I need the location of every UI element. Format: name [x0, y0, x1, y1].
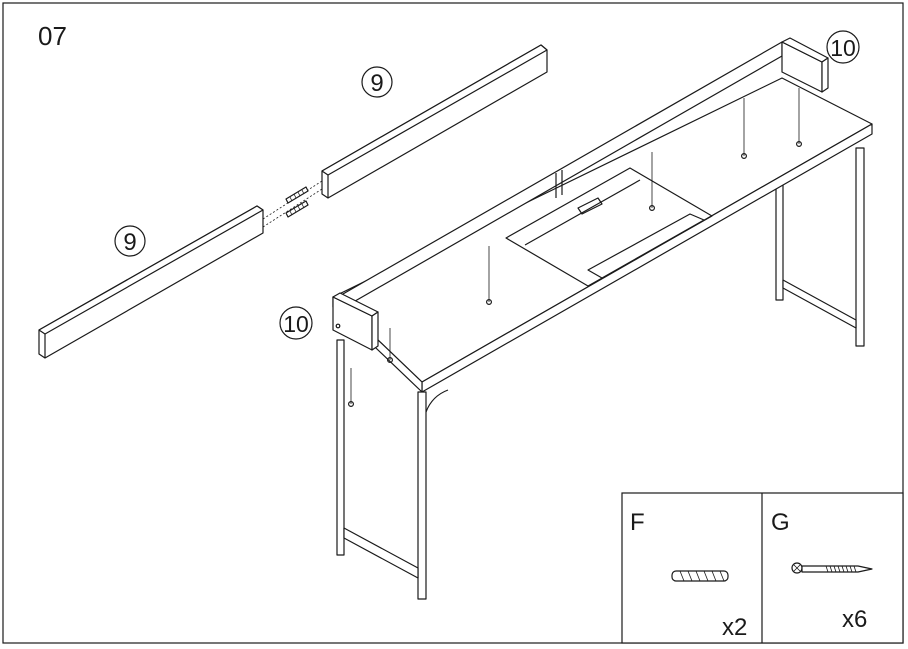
desk	[332, 37, 873, 600]
desk-leg-front-left	[336, 339, 449, 600]
dowel-upper-icon	[285, 186, 309, 204]
hardware-g-quantity: x6	[842, 606, 867, 633]
callout-end-left-label: 10	[283, 311, 309, 337]
screw-icon	[740, 98, 747, 160]
hardware-f-letter: F	[630, 509, 645, 536]
hardware-f-quantity: x2	[722, 614, 747, 641]
callout-board-upper-label: 9	[370, 70, 383, 97]
callout-board-lower-label: 9	[123, 229, 136, 256]
callout-end-right: 10	[826, 30, 860, 64]
screw-icon	[486, 246, 493, 306]
desk-leg-back-right	[775, 147, 865, 347]
screw-icon	[387, 328, 394, 364]
screw-icon	[791, 562, 873, 574]
screw-icon	[795, 88, 802, 148]
screw-icon	[648, 152, 655, 212]
callout-end-right-label: 10	[830, 35, 856, 61]
end-panel-left	[332, 292, 379, 351]
dowel-pair	[262, 180, 323, 228]
cable-tray	[505, 167, 713, 287]
hardware-box: F x2 G x6	[621, 492, 904, 644]
screw-icon	[348, 368, 355, 408]
wooden-dowel-icon	[671, 570, 729, 582]
screw-markers	[348, 88, 802, 408]
callout-board-lower: 9	[114, 225, 146, 257]
board-part-9-upper	[321, 44, 548, 199]
step-number: 07	[38, 21, 67, 51]
board-part-9-lower	[38, 205, 264, 359]
callout-end-left: 10	[279, 306, 313, 340]
hardware-g-letter: G	[771, 509, 790, 536]
end-panel-right	[781, 37, 829, 93]
dowel-lower-icon	[285, 200, 309, 218]
callout-board-upper: 9	[361, 66, 393, 98]
